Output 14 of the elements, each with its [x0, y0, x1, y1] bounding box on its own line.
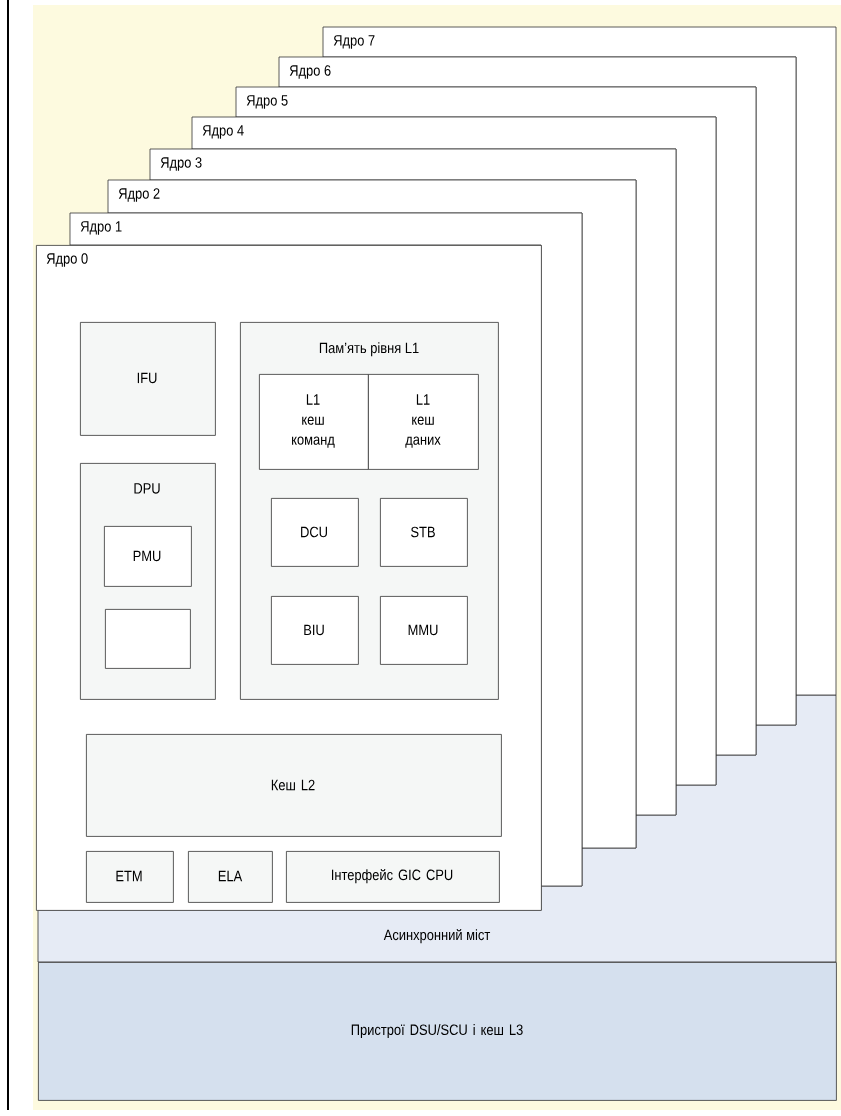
unit-box: PMU — [104, 526, 192, 587]
cache-box: Кеш L2 — [86, 734, 502, 837]
unit-box: ELA — [188, 851, 273, 903]
unit-box: ETM — [86, 851, 174, 903]
unit-box: MMU — [380, 596, 468, 665]
dsu-band: Пристрої DSU/SCU і кеш L3 — [38, 962, 837, 1101]
unit-box — [105, 609, 191, 669]
cache-box: L1 кеш даних — [368, 374, 479, 470]
unit-box: STB — [380, 498, 468, 567]
unit-box: BIU — [271, 596, 359, 665]
unit-box: IFU — [80, 322, 216, 436]
unit-box: Інтерфейс GIC CPU — [286, 851, 500, 903]
cache-box: L1 кеш команд — [259, 374, 369, 470]
unit-box: DCU — [271, 498, 359, 567]
